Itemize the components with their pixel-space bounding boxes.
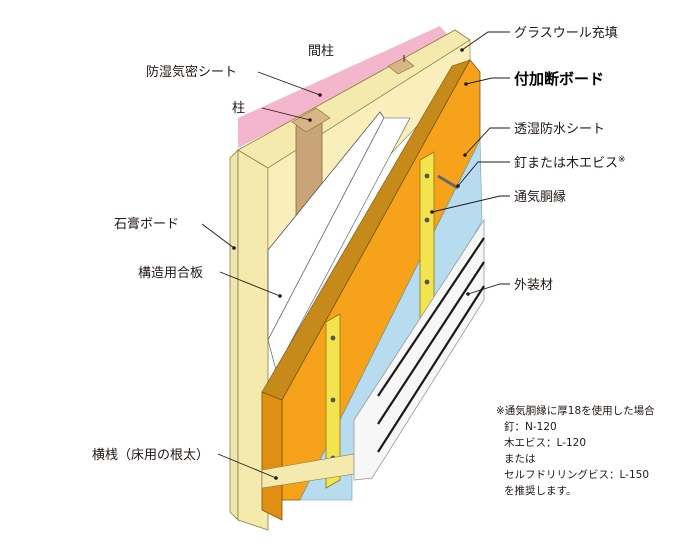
moisture-sheet-strip [238,26,452,148]
screw-1 [424,173,430,179]
label-waterproof-sheet: 透湿防水シート [514,121,605,137]
note-line-6: を推奨します。 [504,484,576,497]
screw-2 [424,217,430,223]
siding-line [377,261,485,425]
leader-dot [308,118,312,122]
label-mabashira: 間柱 [308,44,334,59]
label-nail-screw: 釘または木エビス※ [514,155,626,171]
screw-3 [424,279,430,285]
insulation-board-side [261,391,283,521]
label-hashira: 柱 [232,101,245,116]
note-line-1: ※通気胴縁に厚18を使用した場合 [496,404,655,417]
label-fuka-board: 付加断ボード [514,70,604,88]
screw-4 [330,335,336,341]
note-line-3: 木エビス：L-120 [504,437,586,449]
leader-dot [318,93,322,97]
label-plywood: 構造用合板 [138,266,203,281]
note-line-2: 釘：N-120 [504,420,557,433]
gypsum-board [229,149,239,521]
leader-dot [463,153,467,157]
leader-dot [274,476,278,480]
leader-dot [460,48,464,52]
label-glass-wool: グラスウール充填 [514,25,618,41]
plywood-lower [267,117,411,371]
label-moisture-sheet: 防湿気密シート [146,64,237,80]
leader-lines [201,31,510,479]
leader-dot [430,210,434,214]
note-line-5: セルフドリリングビス：L-150 [504,468,649,481]
label-furring: 通気胴縁 [514,189,566,205]
leader-dot [278,294,282,298]
leader-dot [232,246,236,250]
screw-5 [330,397,336,403]
label-siding: 外装材 [514,278,553,293]
leader-dot [456,184,460,188]
nail-screw [437,174,459,190]
stud-top [387,57,415,75]
leader-dot [464,82,468,86]
leader-dot [466,292,470,296]
label-gypsum: 石膏ボード [114,216,179,232]
siding-line [377,285,485,453]
label-yokosan: 横桟（床用の根太） [92,448,209,463]
siding-line [377,237,485,397]
note-line-4: または [504,453,536,465]
